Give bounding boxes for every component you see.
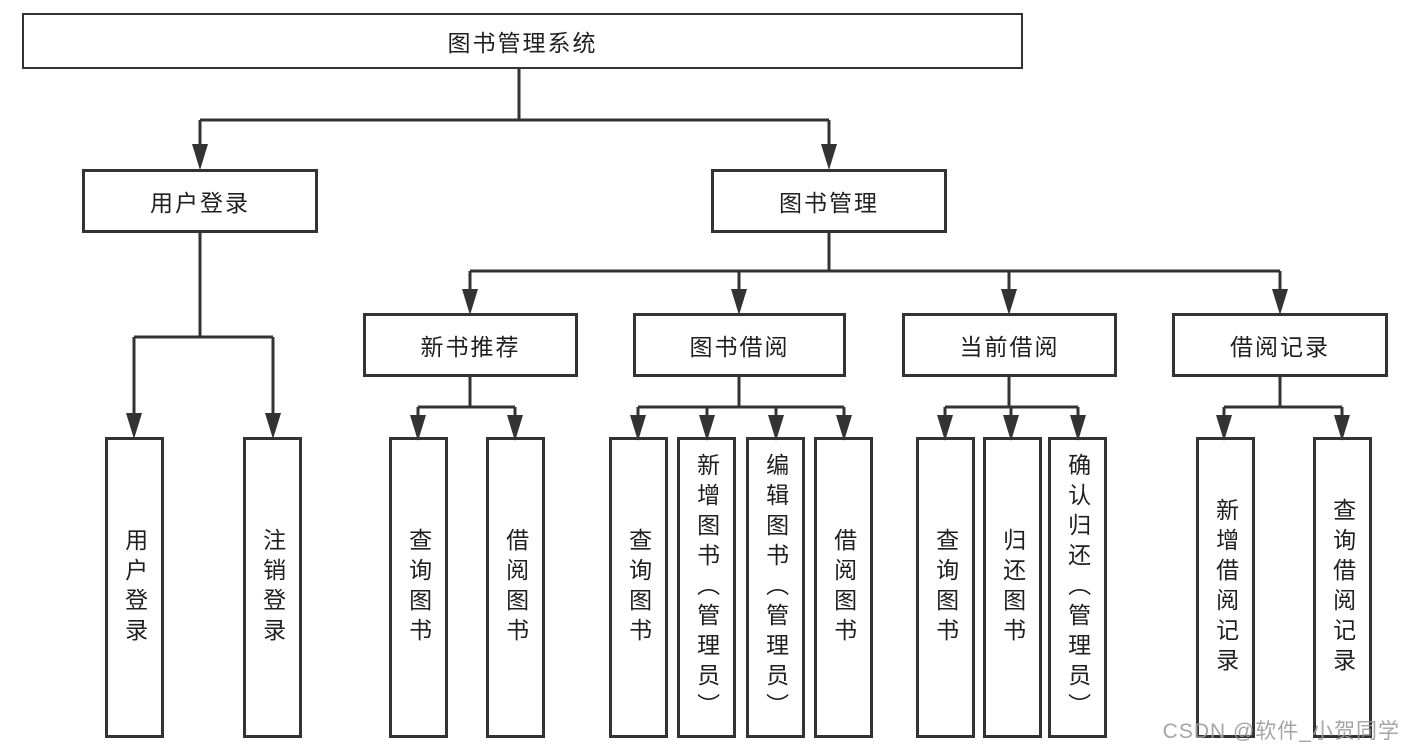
leaf-user-login-label: 用户登录 — [121, 527, 148, 648]
leaf-borrow-books: 借阅图书 — [814, 437, 873, 738]
leaf-edit-book-admin: 编辑图书（管理员） — [746, 437, 805, 738]
leaf-query-books-borrow: 查询图书 — [609, 437, 668, 738]
node-borrowing-records: 借阅记录 — [1172, 313, 1388, 377]
connector-newbook-to-leaves — [416, 377, 517, 421]
connector-bookmgmt-to-level3 — [468, 233, 1282, 295]
leaf-query-books-current-label: 查询图书 — [932, 527, 959, 648]
arrowhead-icon — [265, 413, 281, 439]
connector-currentborrow-to-leaves — [943, 377, 1080, 421]
leaf-logout-label: 注销登录 — [259, 527, 286, 648]
leaf-edit-book-admin-label: 编辑图书（管理员） — [762, 452, 789, 723]
leaf-query-books-recommend-label: 查询图书 — [405, 527, 432, 648]
node-book-borrowing: 图书借阅 — [633, 313, 846, 377]
arrowhead-icon — [1272, 289, 1288, 315]
connector-userlogin-to-leaves — [132, 233, 275, 419]
leaf-query-borrow-record: 查询借阅记录 — [1313, 437, 1372, 738]
leaf-return-books: 归还图书 — [983, 437, 1042, 738]
csdn-watermark: CSDN @软件_小贺同学 — [1162, 720, 1400, 743]
leaf-borrow-books-recommend-label: 借阅图书 — [502, 527, 529, 648]
node-book-management: 图书管理 — [711, 169, 947, 233]
node-user-login-branch: 用户登录 — [82, 169, 318, 233]
leaf-add-book-admin-label: 新增图书（管理员） — [693, 452, 720, 723]
node-current-borrowing: 当前借阅 — [902, 313, 1117, 377]
arrowhead-icon — [462, 289, 478, 315]
arrowhead-icon — [821, 144, 837, 170]
connector-bookborrow-to-leaves — [636, 377, 846, 421]
connector-root-to-level2 — [198, 69, 831, 150]
leaf-borrow-books-label: 借阅图书 — [830, 527, 857, 648]
arrowhead-icon — [731, 289, 747, 315]
node-root: 图书管理系统 — [22, 13, 1023, 69]
leaf-logout: 注销登录 — [243, 437, 302, 738]
leaf-confirm-return-admin: 确认归还（管理员） — [1048, 437, 1107, 738]
leaf-confirm-return-admin-label: 确认归还（管理员） — [1064, 452, 1091, 723]
leaf-add-book-admin: 新增图书（管理员） — [677, 437, 736, 738]
arrowhead-icon — [192, 144, 208, 170]
leaf-return-books-label: 归还图书 — [999, 527, 1026, 648]
leaf-query-books-recommend: 查询图书 — [389, 437, 448, 738]
leaf-add-borrow-record: 新增借阅记录 — [1196, 437, 1255, 738]
node-new-book-recommend: 新书推荐 — [363, 313, 578, 377]
arrowhead-icon — [126, 413, 142, 439]
arrowhead-icon — [1001, 289, 1017, 315]
leaf-query-borrow-record-label: 查询借阅记录 — [1329, 497, 1356, 678]
leaf-borrow-books-recommend: 借阅图书 — [486, 437, 545, 738]
leaf-add-borrow-record-label: 新增借阅记录 — [1212, 497, 1239, 678]
connector-borrowrecord-to-leaves — [1222, 377, 1344, 421]
leaf-query-books-borrow-label: 查询图书 — [625, 527, 652, 648]
leaf-query-books-current: 查询图书 — [916, 437, 975, 738]
leaf-user-login: 用户登录 — [105, 437, 164, 738]
